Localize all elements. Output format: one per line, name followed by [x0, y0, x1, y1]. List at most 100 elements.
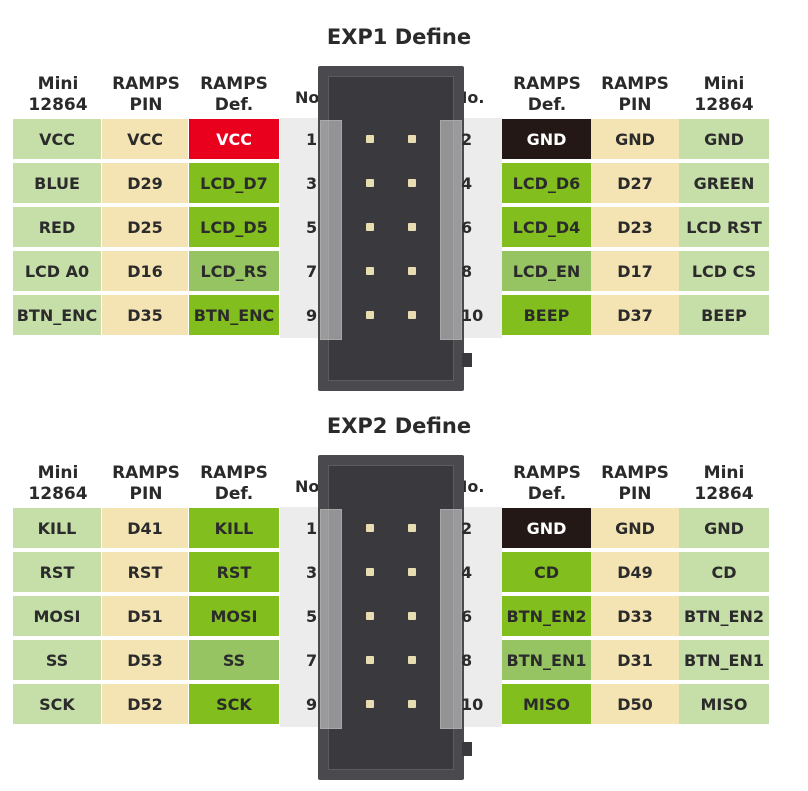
header-pin-dot [366, 524, 374, 532]
header-line: 12864 [694, 95, 754, 115]
ramps-pin-cell: D53 [102, 640, 188, 680]
ramps-pin-cell: GND [591, 508, 679, 548]
pin-number: 7 [306, 261, 318, 281]
ramps-pin-cell: D29 [102, 163, 188, 203]
header-pin-dot [366, 135, 374, 143]
mini-12864-cell: BTN_ENC [13, 295, 101, 335]
ramps-def-cell: VCC [189, 119, 279, 159]
pin-number-header-left: No. [295, 477, 326, 496]
header-line: RAMPS [200, 74, 268, 94]
header-line: Def. [527, 95, 567, 115]
ramps-pin-cell: D52 [102, 684, 188, 724]
header-line: RAMPS [601, 463, 669, 483]
ramps-pin-cell: D37 [591, 295, 679, 335]
header-pin-dot [366, 656, 374, 664]
mini-12864-cell: BTN_EN2 [679, 596, 769, 636]
header-line: Def. [214, 95, 254, 115]
section-title: EXP2 Define [326, 414, 472, 438]
mini-12864-cell: LCD RST [679, 207, 769, 247]
pin-number: 6 [461, 217, 473, 237]
ramps-def-cell: SCK [189, 684, 279, 724]
ramps-def-cell: MOSI [189, 596, 279, 636]
guide-bar-left [320, 509, 342, 729]
mini-12864-cell: VCC [13, 119, 101, 159]
ramps-def-cell: KILL [189, 508, 279, 548]
header-line: PIN [618, 95, 652, 115]
ramps-pin-cell: RST [102, 552, 188, 592]
header-pin-dot [366, 267, 374, 275]
ramps-pin-cell: D35 [102, 295, 188, 335]
header-line: Def. [214, 484, 254, 504]
ramps-pin-cell: D41 [102, 508, 188, 548]
connector-cavity [328, 76, 454, 381]
mini-12864-cell: BLUE [13, 163, 101, 203]
pin-number: 4 [461, 562, 473, 582]
mini-12864-cell: MISO [679, 684, 769, 724]
pin-number: 7 [306, 650, 318, 670]
connector-key-notch [462, 742, 472, 756]
header-pin-dot [366, 223, 374, 231]
ramps-pin-cell: D33 [591, 596, 679, 636]
pin-band-left [280, 507, 320, 727]
mini-12864-cell: KILL [13, 508, 101, 548]
ramps-def-cell: GND [502, 508, 591, 548]
header-line: RAMPS [112, 463, 180, 483]
ramps-def-cell: CD [502, 552, 591, 592]
header-line: Mini [37, 74, 79, 94]
header-pin-dot [408, 524, 416, 532]
ramps-def-cell: GND [502, 119, 591, 159]
header-line: 12864 [694, 484, 754, 504]
header-pin-dot [366, 568, 374, 576]
header-pin-dot [408, 311, 416, 319]
pin-number: 8 [461, 650, 473, 670]
pin-band-right [462, 507, 502, 727]
mini-12864-cell: GREEN [679, 163, 769, 203]
pin-number: 1 [306, 518, 318, 538]
ramps-def-cell: LCD_D7 [189, 163, 279, 203]
connector-key-notch [462, 353, 472, 367]
header-pin-dot [408, 656, 416, 664]
ramps-def-cell: LCD_RS [189, 251, 279, 291]
header-pin-dot [408, 179, 416, 187]
ramps-def-cell: LCD_D4 [502, 207, 591, 247]
pin-number: 9 [306, 694, 318, 714]
ramps-def-cell: SS [189, 640, 279, 680]
guide-bar-left [320, 120, 342, 340]
header-line: RAMPS [200, 463, 268, 483]
ramps-pin-cell: D17 [591, 251, 679, 291]
ramps-pin-cell: D16 [102, 251, 188, 291]
ramps-pin-cell: GND [591, 119, 679, 159]
ramps-pin-cell: D31 [591, 640, 679, 680]
header-line: RAMPS [513, 74, 581, 94]
pin-number: 5 [306, 217, 318, 237]
header-pin-dot [408, 223, 416, 231]
mini-12864-cell: MOSI [13, 596, 101, 636]
pin-number: 6 [461, 606, 473, 626]
header-pin-dot [366, 311, 374, 319]
ramps-pin-cell: D49 [591, 552, 679, 592]
header-line: 12864 [28, 95, 88, 115]
connector-cavity [328, 465, 454, 770]
mini-12864-cell: SCK [13, 684, 101, 724]
guide-bar-right [440, 509, 462, 729]
pin-number: 9 [306, 305, 318, 325]
pin-number: 3 [306, 173, 318, 193]
ramps-def-cell: BTN_ENC [189, 295, 279, 335]
ramps-def-cell: LCD_EN [502, 251, 591, 291]
header-pin-dot [408, 568, 416, 576]
header-line: PIN [129, 484, 163, 504]
header-line: RAMPS [601, 74, 669, 94]
header-line: PIN [129, 95, 163, 115]
pin-number: 4 [461, 173, 473, 193]
mini-12864-cell: RED [13, 207, 101, 247]
guide-bar-right [440, 120, 462, 340]
pin-number: 2 [461, 518, 473, 538]
